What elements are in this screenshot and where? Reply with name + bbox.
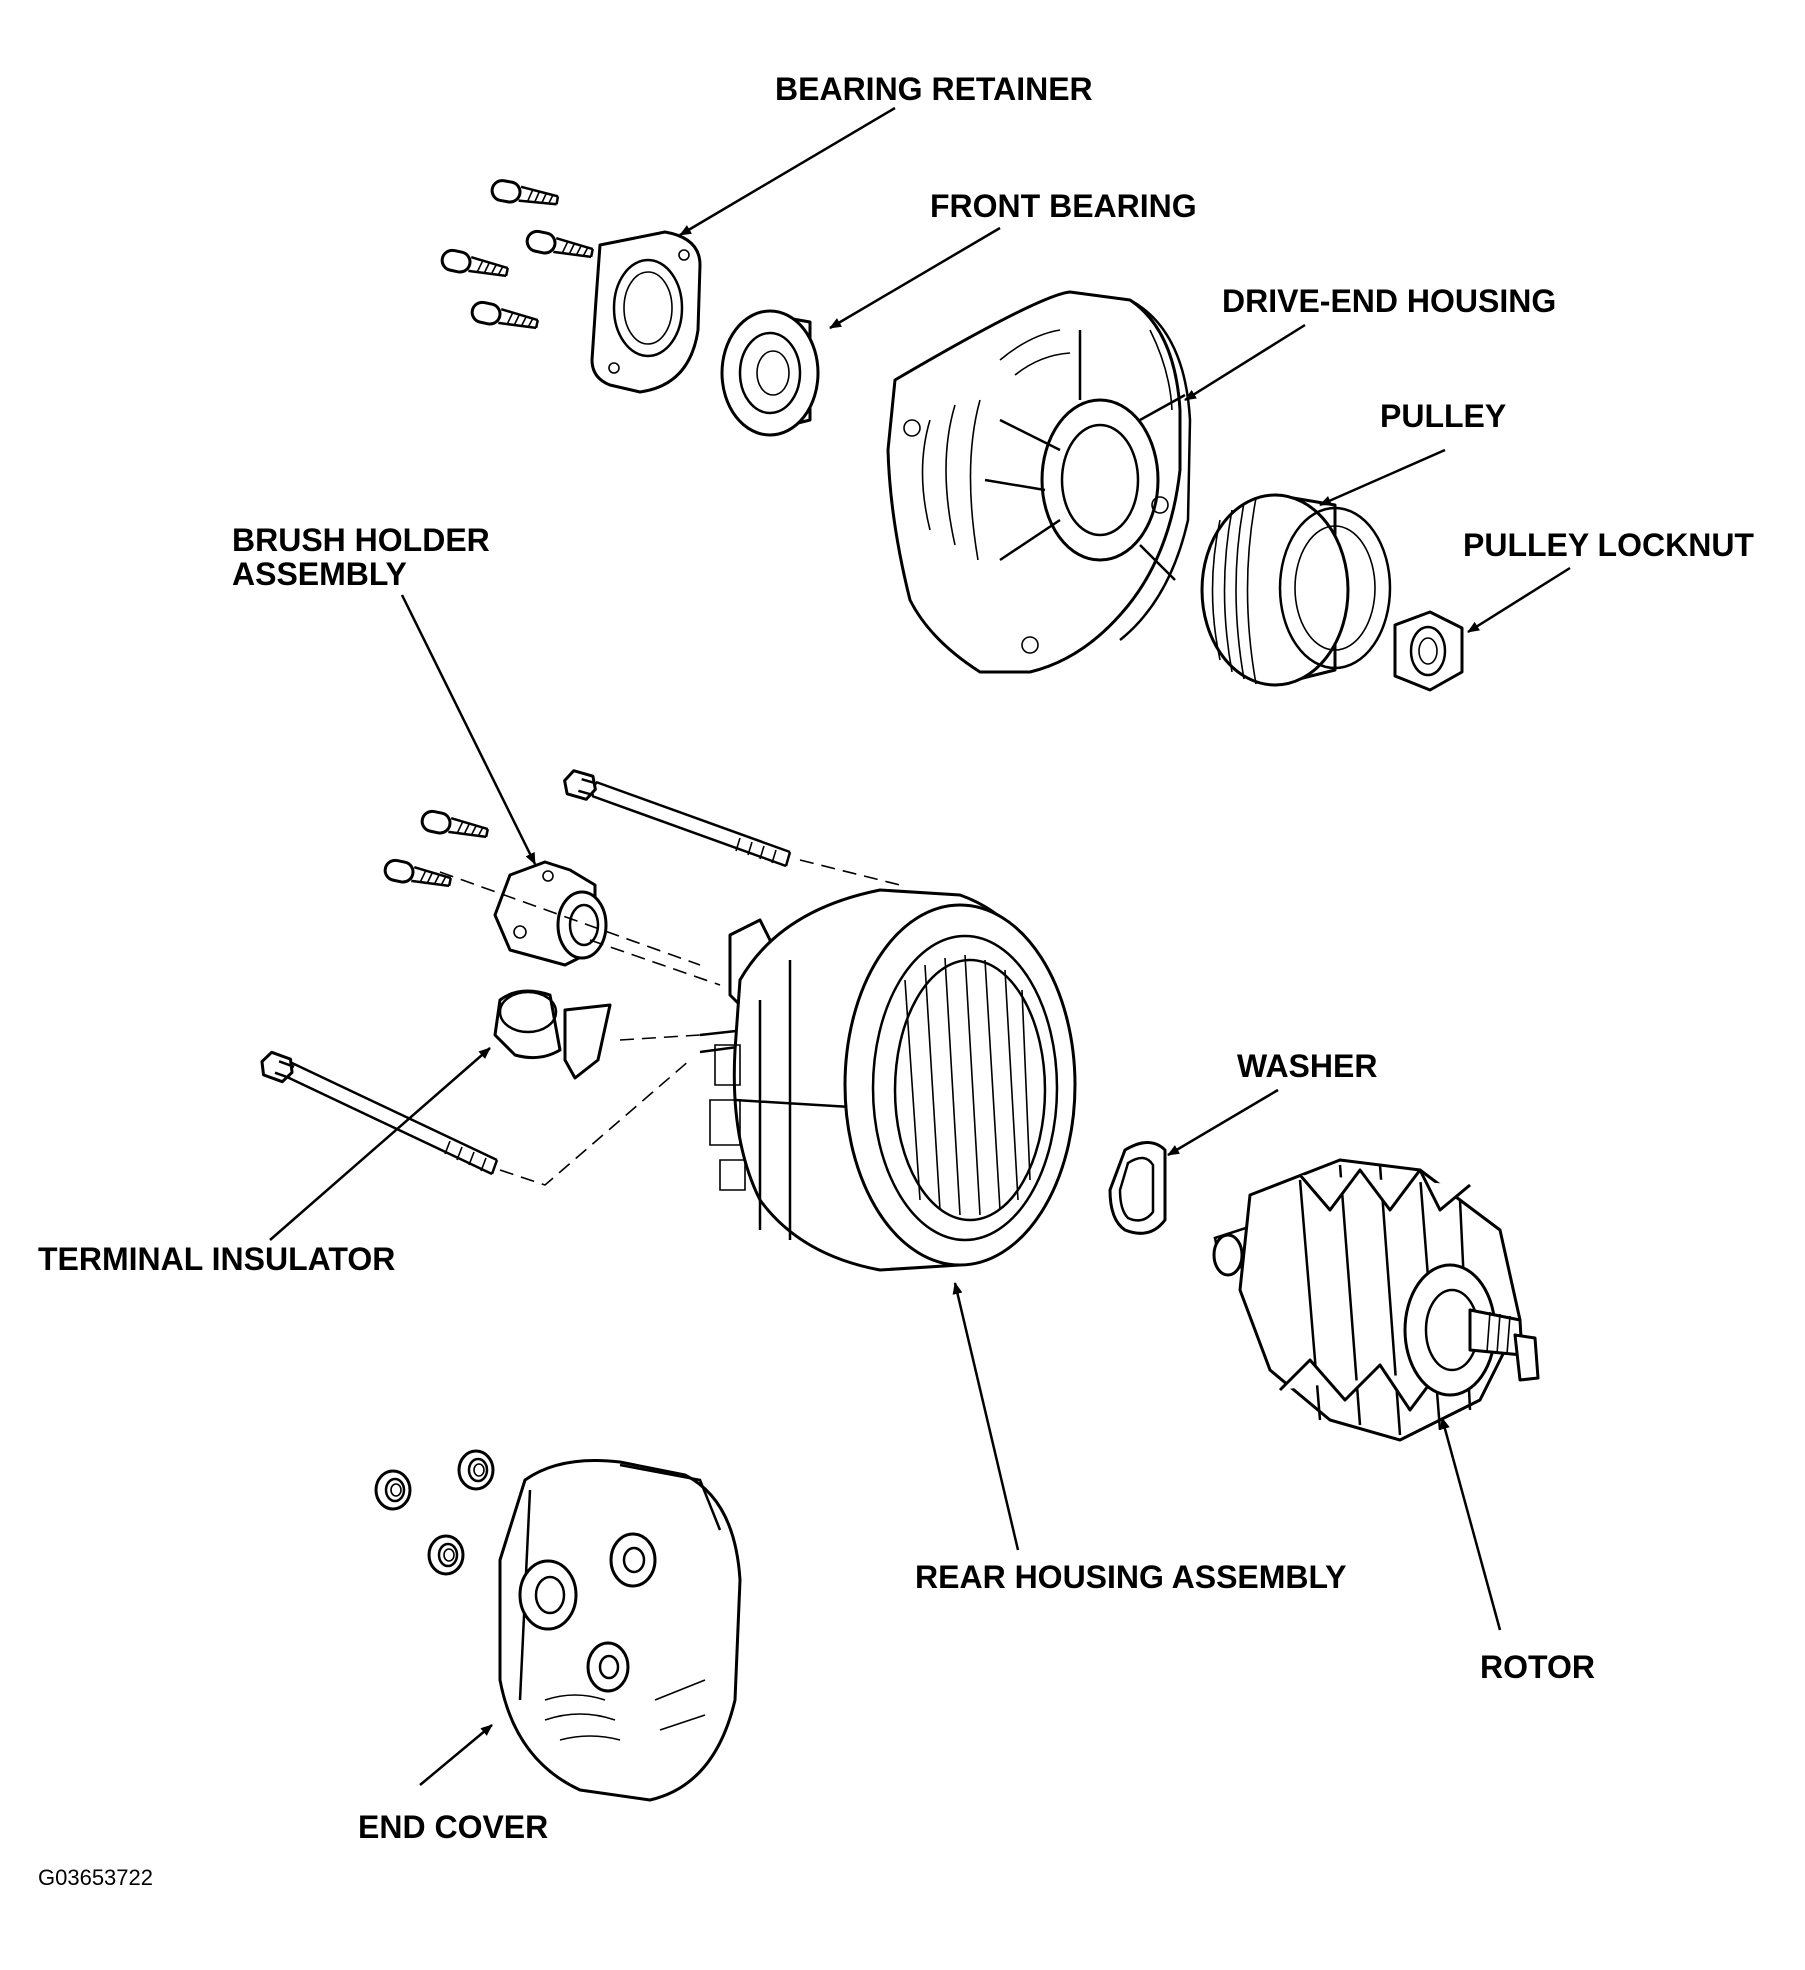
part-labels: BEARING RETAINER FRONT BEARING DRIVE-END… — [38, 71, 1754, 1890]
leader-rotor — [1440, 1417, 1502, 1631]
drive-end-housing-part — [886, 290, 1192, 674]
label-pulley: PULLEY — [1380, 398, 1506, 434]
leader-pulley — [1319, 448, 1446, 507]
label-front-bearing: FRONT BEARING — [930, 188, 1197, 224]
leader-lines — [269, 106, 1571, 1786]
front-bearing-part — [720, 309, 820, 437]
rotor-part — [1212, 1158, 1540, 1442]
label-terminal-insulator: TERMINAL INSULATOR — [38, 1241, 395, 1277]
leader-rear-housing — [952, 1282, 1020, 1551]
rear-housing-part — [699, 888, 1077, 1272]
leader-bearing-retainer — [679, 106, 896, 237]
bearing-retainer-part — [590, 230, 702, 394]
washer-part — [1108, 1141, 1167, 1235]
figure-code: G03653722 — [38, 1865, 153, 1890]
leader-end-cover — [419, 1724, 493, 1786]
retainer-screws — [438, 177, 596, 336]
end-cover-nuts — [374, 1449, 495, 1576]
pulley-locknut-part — [1393, 610, 1464, 692]
label-rotor: ROTOR — [1480, 1649, 1595, 1685]
label-bearing-retainer: BEARING RETAINER — [775, 71, 1093, 107]
brush-holder-screws — [381, 807, 491, 894]
label-brush-holder-line2: ASSEMBLY — [232, 556, 407, 592]
brush-holder-part — [493, 860, 608, 967]
end-cover-part — [498, 1459, 742, 1802]
label-washer: WASHER — [1237, 1048, 1377, 1084]
leader-pulley-locknut — [1467, 566, 1571, 634]
label-rear-housing-assembly: REAR HOUSING ASSEMBLY — [915, 1559, 1346, 1595]
leader-washer — [1167, 1088, 1279, 1157]
label-end-cover: END COVER — [358, 1809, 548, 1845]
label-brush-holder-line1: BRUSH HOLDER — [232, 522, 490, 558]
terminal-insulator-part — [493, 989, 612, 1080]
leader-terminal-insulator — [269, 1047, 491, 1241]
through-bolts — [256, 767, 792, 1176]
label-pulley-locknut: PULLEY LOCKNUT — [1463, 527, 1754, 563]
leader-front-bearing — [829, 226, 1001, 330]
pulley-part — [1200, 493, 1392, 687]
label-drive-end-housing: DRIVE-END HOUSING — [1222, 283, 1556, 319]
leader-drive-end-housing — [1184, 323, 1306, 402]
leader-brush-holder — [400, 594, 537, 865]
alignment-lines — [439, 859, 901, 1186]
